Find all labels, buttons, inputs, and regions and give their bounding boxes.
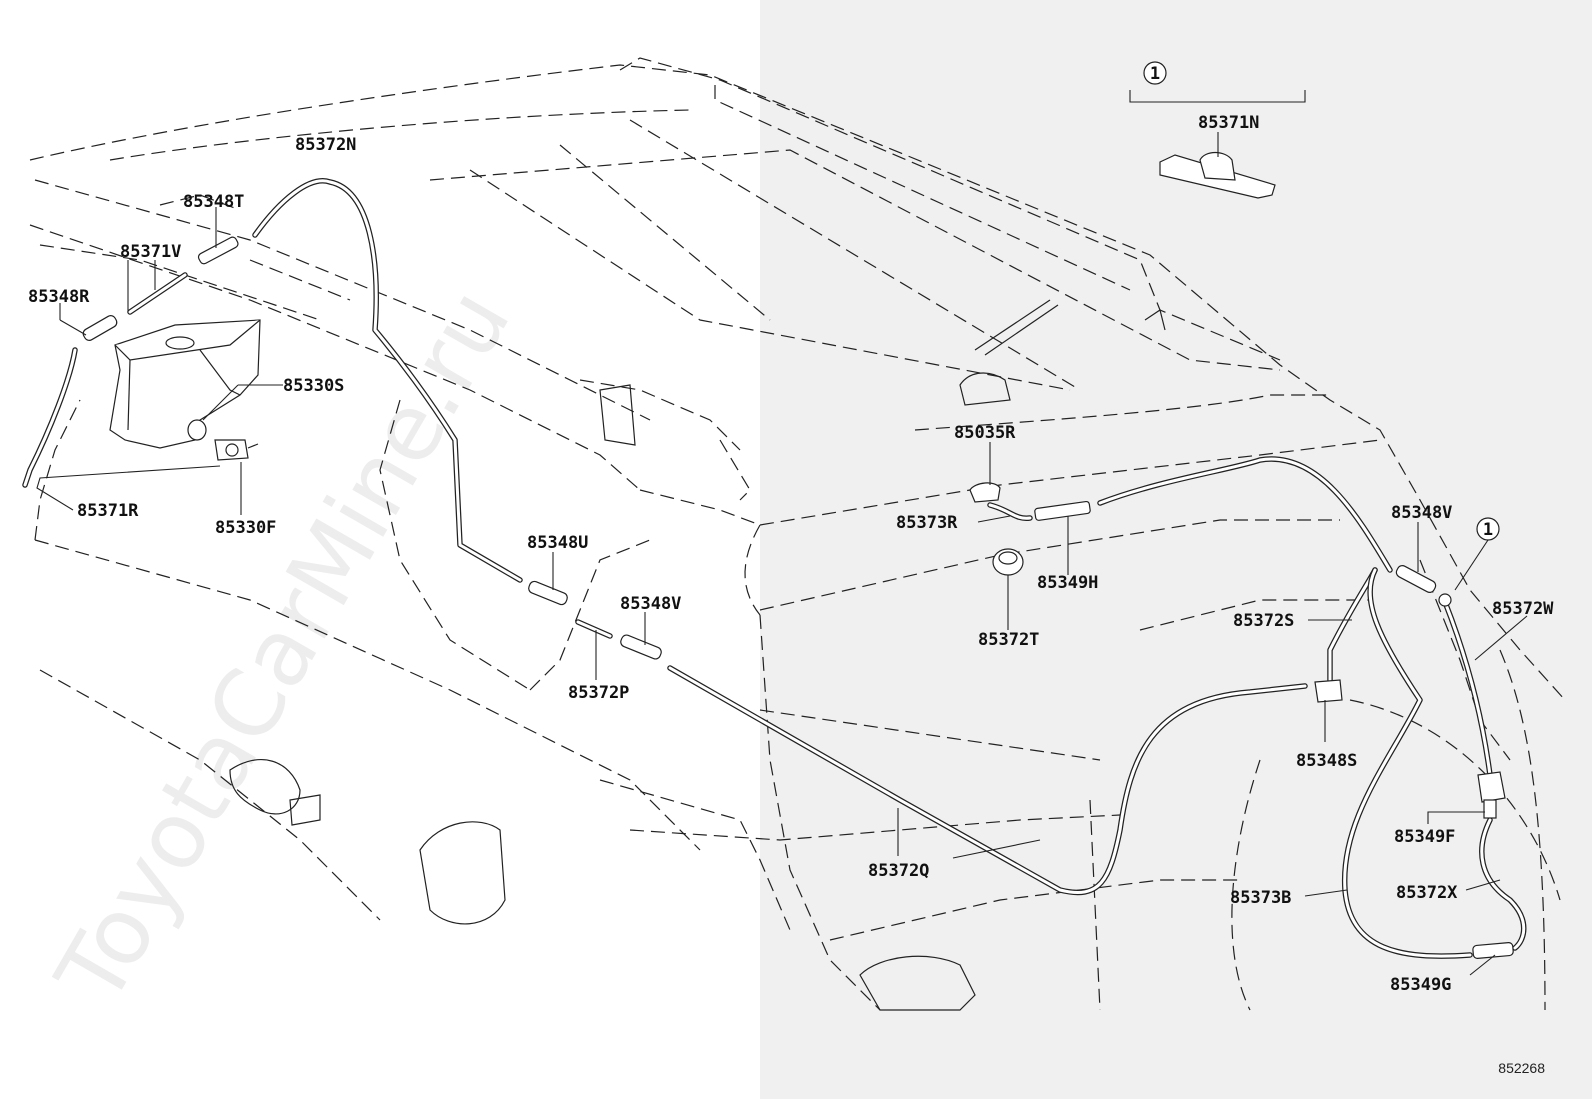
label-85372S: 85372S [1233, 611, 1294, 631]
callout-group-ref: 1 [1143, 61, 1167, 85]
label-85372T: 85372T [978, 630, 1039, 650]
connector-85348S [1314, 679, 1343, 703]
label-85330S: 85330S [283, 376, 344, 396]
label-85348R: 85348R [28, 287, 90, 307]
connector-85348R [82, 315, 118, 341]
washer-hoses [22, 178, 1527, 959]
label-85372N: 85372N [295, 135, 356, 155]
connector-85348V-left [620, 634, 662, 660]
label-85349H: 85349H [1037, 573, 1098, 593]
joint-85349H [1034, 500, 1091, 521]
label-85035R: 85035R [954, 423, 1016, 443]
callout-text-right: 1 [1483, 520, 1493, 540]
leader-lines [36, 90, 1528, 976]
label-85371V: 85371V [120, 242, 181, 262]
right-background-panel [760, 0, 1592, 1099]
nozzle-85371N [1159, 151, 1276, 199]
label-85372X: 85372X [1396, 883, 1458, 903]
callout-text-group: 1 [1150, 64, 1160, 84]
label-85348V-left: 85348V [620, 594, 681, 614]
vehicle-solid-details [229, 299, 1166, 1011]
label-85349G: 85349G [1390, 975, 1451, 995]
label-85372Q: 85372Q [868, 861, 929, 881]
part-labels: 85371N 85372N 85348T 85371V 85348R 85330… [28, 113, 1554, 995]
label-85373R: 85373R [896, 513, 958, 533]
joint-85349F [1477, 771, 1506, 819]
washer-tank [109, 319, 261, 449]
label-85348T: 85348T [183, 192, 244, 212]
label-85348U: 85348U [527, 533, 588, 553]
vehicle-body-outline [29, 57, 1566, 1011]
label-85372P: 85372P [568, 683, 629, 703]
joint-85349G [1472, 942, 1514, 959]
label-85348S: 85348S [1296, 751, 1357, 771]
connector-85348V-right [1395, 565, 1452, 607]
label-85373B: 85373B [1230, 888, 1291, 908]
connector-85348T [197, 236, 239, 265]
callout-ref: 1 [1476, 517, 1500, 541]
label-85330F: 85330F [215, 518, 276, 538]
label-85348V-right: 85348V [1391, 503, 1452, 523]
label-85372W: 85372W [1492, 599, 1554, 619]
diagram-code: 852268 [1498, 1060, 1545, 1076]
connector-85348U [528, 580, 568, 606]
label-85349F: 85349F [1394, 827, 1455, 847]
grommet-85035R [969, 482, 1001, 503]
grommet-85372T [992, 548, 1024, 576]
washer-pump [214, 439, 259, 461]
label-85371N: 85371N [1198, 113, 1259, 133]
label-85371R: 85371R [77, 501, 139, 521]
